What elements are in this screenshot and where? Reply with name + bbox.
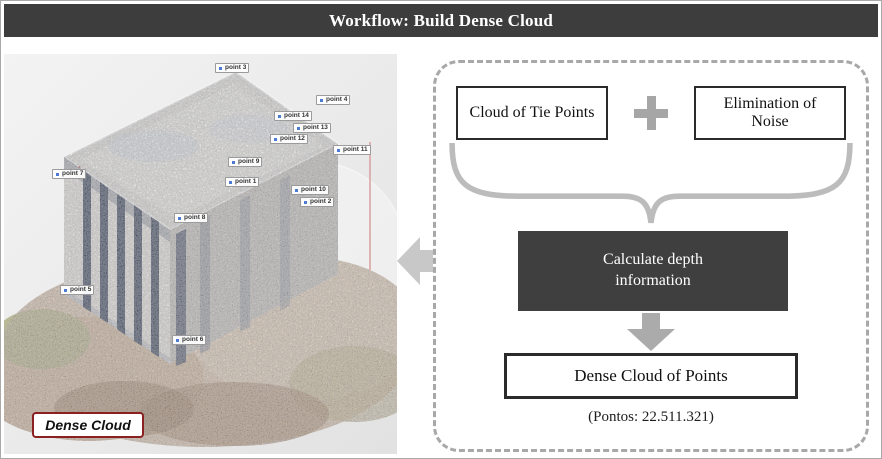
title-bar: Workflow: Build Dense Cloud <box>4 4 878 37</box>
figure-title: Workflow: Build Dense Cloud <box>328 10 554 30</box>
point-label: point 1 <box>225 177 260 187</box>
point-flag-icon <box>273 136 278 142</box>
points-count: (Pontos: 22.511.321) <box>588 409 714 425</box>
point-flag-icon <box>175 337 180 343</box>
point-label: point 13 <box>293 123 331 133</box>
point-label: point 7 <box>52 169 87 179</box>
arrow-down-icon <box>627 313 675 351</box>
point-label: point 12 <box>270 134 308 144</box>
point-flag-icon <box>336 147 341 153</box>
point-flag-icon <box>55 171 60 177</box>
point-flag-icon <box>63 287 68 293</box>
point-cloud-rendering <box>4 70 397 447</box>
point-label: point 4 <box>316 95 351 105</box>
point-label: point 5 <box>60 285 95 295</box>
point-label: point 11 <box>333 145 371 155</box>
point-label: point 14 <box>274 111 312 121</box>
point-flag-icon <box>218 65 223 71</box>
point-label: point 10 <box>291 185 329 195</box>
point-flag-icon <box>296 125 301 131</box>
plus-icon <box>634 96 668 130</box>
calculate-depth-label: Calculate depth information <box>603 251 703 289</box>
point-flag-icon <box>228 179 233 185</box>
curly-brace-icon <box>449 143 853 224</box>
cloud-of-tie-points-label: Cloud of Tie Points <box>469 103 595 121</box>
input-boxes-row: Cloud of Tie Points Elimination of Noise <box>456 86 846 140</box>
point-flag-icon <box>294 187 299 193</box>
arrow-left-icon <box>397 237 437 285</box>
workflow-flowchart: Cloud of Tie Points Elimination of Noise… <box>433 60 869 452</box>
point-flag-icon <box>303 199 308 205</box>
elimination-of-noise-box: Elimination of Noise <box>694 86 846 140</box>
point-label: point 8 <box>174 213 209 223</box>
point-label: point 3 <box>215 63 250 73</box>
point-label: point 2 <box>300 197 335 207</box>
cloud-of-tie-points-box: Cloud of Tie Points <box>456 86 608 140</box>
dense-cloud-caption-text: Dense Cloud <box>45 417 131 433</box>
point-flag-icon <box>231 159 236 165</box>
elimination-of-noise-label: Elimination of Noise <box>723 94 817 130</box>
calculate-depth-box: Calculate depth information <box>518 231 788 311</box>
point-flag-icon <box>177 215 182 221</box>
dense-cloud-of-points-box: Dense Cloud of Points <box>504 353 798 399</box>
point-label: point 6 <box>172 335 207 345</box>
dense-cloud-of-points-label: Dense Cloud of Points <box>574 366 728 385</box>
dense-cloud-caption: Dense Cloud <box>32 412 144 438</box>
point-label: point 9 <box>228 157 263 167</box>
point-flag-icon <box>319 97 324 103</box>
point-flag-icon <box>277 113 282 119</box>
point-cloud-viewport: point 3 point 4 point 14 point 13 point … <box>4 54 397 454</box>
